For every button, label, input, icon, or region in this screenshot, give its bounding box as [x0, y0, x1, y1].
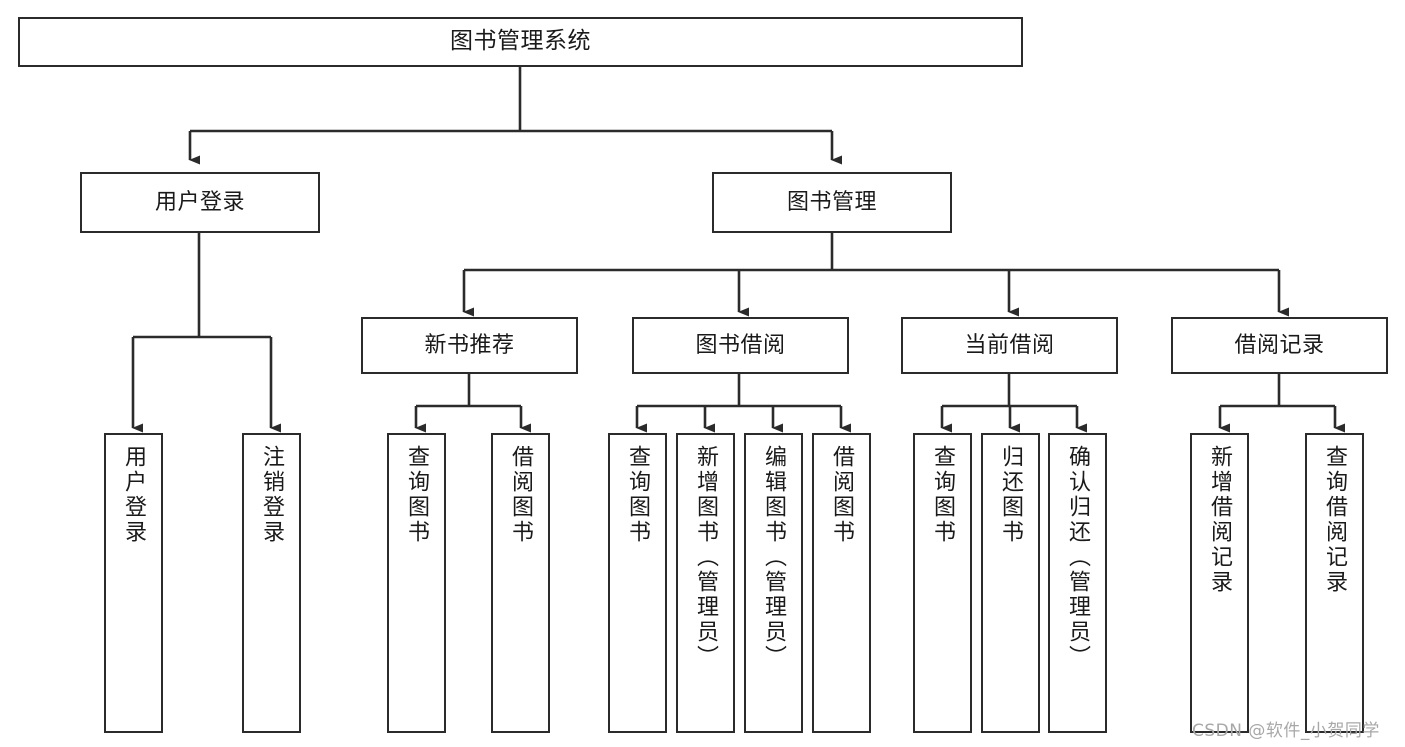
node-label: 当前借阅 — [964, 332, 1055, 358]
node-new-book-recommendation[interactable]: 新书推荐 — [361, 317, 578, 374]
node-label: 图书管理系统 — [450, 28, 591, 55]
node-leaf-add-borrow-record[interactable]: 新增借阅记录 — [1190, 433, 1249, 733]
node-label: 新增借阅记录 — [1207, 445, 1233, 595]
node-leaf-borrow-book-recommendation[interactable]: 借阅图书 — [491, 433, 550, 733]
node-label: 借阅图书 — [829, 445, 855, 545]
node-label: 确认归还（管理员） — [1065, 445, 1091, 670]
node-leaf-query-book-current[interactable]: 查询图书 — [913, 433, 972, 733]
node-root-book-management-system[interactable]: 图书管理系统 — [18, 17, 1023, 67]
node-label: 借阅图书 — [508, 445, 534, 545]
node-label: 新增图书（管理员） — [693, 445, 719, 670]
node-book-borrow[interactable]: 图书借阅 — [632, 317, 849, 374]
node-label: 用户登录 — [154, 189, 245, 215]
node-leaf-edit-book-admin[interactable]: 编辑图书（管理员） — [744, 433, 803, 733]
node-label: 查询图书 — [404, 445, 430, 545]
node-leaf-add-book-admin[interactable]: 新增图书（管理员） — [676, 433, 735, 733]
node-leaf-query-book-recommendation[interactable]: 查询图书 — [387, 433, 446, 733]
node-leaf-logout[interactable]: 注销登录 — [242, 433, 301, 733]
node-label: 查询借阅记录 — [1322, 445, 1348, 595]
node-label: 查询图书 — [930, 445, 956, 545]
node-leaf-query-borrow-record[interactable]: 查询借阅记录 — [1305, 433, 1364, 733]
node-book-management[interactable]: 图书管理 — [712, 172, 952, 233]
node-leaf-borrow-book[interactable]: 借阅图书 — [812, 433, 871, 733]
node-label: 用户登录 — [121, 445, 147, 545]
node-leaf-confirm-return-admin[interactable]: 确认归还（管理员） — [1048, 433, 1107, 733]
node-leaf-return-book[interactable]: 归还图书 — [981, 433, 1040, 733]
node-label: 图书借阅 — [695, 332, 786, 358]
node-leaf-query-book-borrow[interactable]: 查询图书 — [608, 433, 667, 733]
node-label: 注销登录 — [259, 445, 285, 545]
node-label: 借阅记录 — [1234, 332, 1325, 358]
node-current-borrow[interactable]: 当前借阅 — [901, 317, 1118, 374]
node-label: 图书管理 — [786, 189, 877, 215]
node-label: 编辑图书（管理员） — [761, 445, 787, 670]
node-label: 归还图书 — [998, 445, 1024, 545]
node-leaf-user-login[interactable]: 用户登录 — [104, 433, 163, 733]
csdn-watermark: CSDN @软件_小贺同学 — [1192, 721, 1380, 741]
node-borrow-record[interactable]: 借阅记录 — [1171, 317, 1388, 374]
node-label: 新书推荐 — [424, 332, 515, 358]
node-user-login[interactable]: 用户登录 — [80, 172, 320, 233]
node-label: 查询图书 — [625, 445, 651, 545]
